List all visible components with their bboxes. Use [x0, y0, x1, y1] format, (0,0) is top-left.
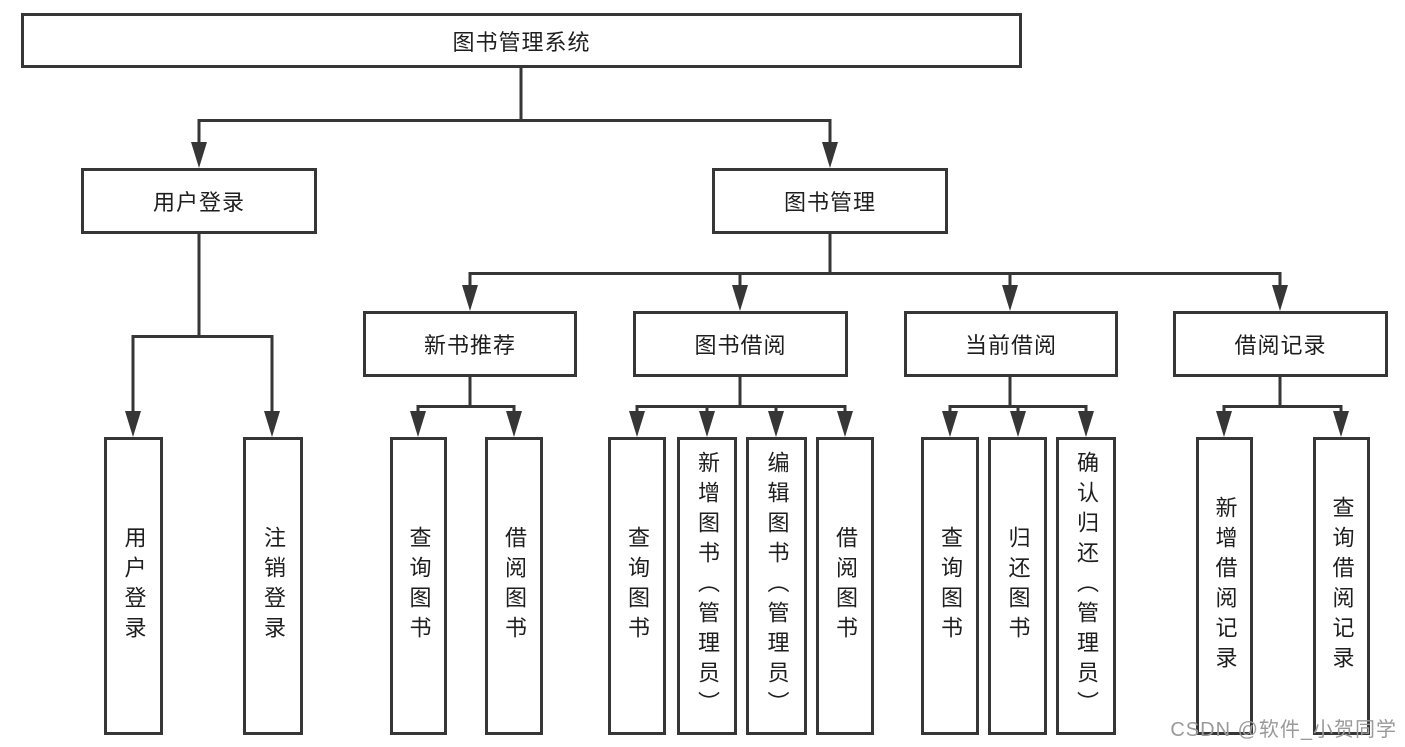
arrow-down-icon [1333, 411, 1349, 437]
connector-borrowrecords-to-leaves [1216, 377, 1349, 437]
leaf-user-login: 用户登录 [104, 437, 163, 735]
connector-root-to-level2 [191, 68, 838, 168]
leaf-edit-books-admin: 编辑图书（管理员） [746, 437, 807, 735]
leaf-borrow-query-books: 查询图书 [608, 437, 666, 735]
arrow-down-icon [1010, 411, 1026, 437]
leaf-return-books: 归还图书 [988, 437, 1047, 735]
arrow-down-icon [699, 411, 715, 437]
arrow-down-icon [1216, 411, 1232, 437]
node-borrow-records: 借阅记录 [1173, 311, 1388, 377]
arrow-down-icon [1272, 285, 1288, 311]
arrow-down-icon [410, 411, 426, 437]
arrow-down-icon [942, 411, 958, 437]
arrow-down-icon [506, 411, 522, 437]
connector-bookmgmt-to-level3 [462, 234, 1288, 311]
arrow-down-icon [462, 285, 478, 311]
leaf-newbooks-borrow-books: 借阅图书 [485, 437, 543, 735]
node-book-borrow: 图书借阅 [633, 311, 848, 377]
leaf-current-query-books: 查询图书 [921, 437, 979, 735]
connector-bookborrow-to-leaves [629, 377, 853, 437]
leaf-logout: 注销登录 [243, 437, 303, 735]
arrow-down-icon [264, 411, 280, 437]
arrow-down-icon [1078, 411, 1094, 437]
arrow-down-icon [125, 411, 141, 437]
leaf-add-borrow-record: 新增借阅记录 [1196, 437, 1253, 735]
arrow-down-icon [629, 411, 645, 437]
connector-userlogin-to-leaves [125, 234, 280, 437]
leaf-borrow-books: 借阅图书 [816, 437, 874, 735]
arrow-down-icon [732, 285, 748, 311]
arrow-down-icon [822, 142, 838, 168]
node-new-book-recommend: 新书推荐 [363, 311, 577, 377]
node-library-management-system: 图书管理系统 [21, 13, 1022, 68]
leaf-newbooks-query-books: 查询图书 [390, 437, 447, 735]
arrow-down-icon [1002, 285, 1018, 311]
node-current-borrow: 当前借阅 [904, 311, 1118, 377]
node-book-management: 图书管理 [712, 168, 948, 234]
connector-currentborrow-to-leaves [942, 377, 1094, 437]
arrow-down-icon [768, 411, 784, 437]
arrow-down-icon [837, 411, 853, 437]
arrow-down-icon [191, 142, 207, 168]
csdn-watermark: CSDN @软件_小贺同学 [1170, 719, 1397, 741]
leaf-add-books-admin: 新增图书（管理员） [677, 437, 737, 735]
connector-newbooks-to-leaves [410, 377, 522, 437]
leaf-confirm-return-admin: 确认归还（管理员） [1056, 437, 1116, 735]
leaf-query-borrow-record: 查询借阅记录 [1313, 437, 1370, 735]
node-user-login: 用户登录 [81, 168, 317, 234]
